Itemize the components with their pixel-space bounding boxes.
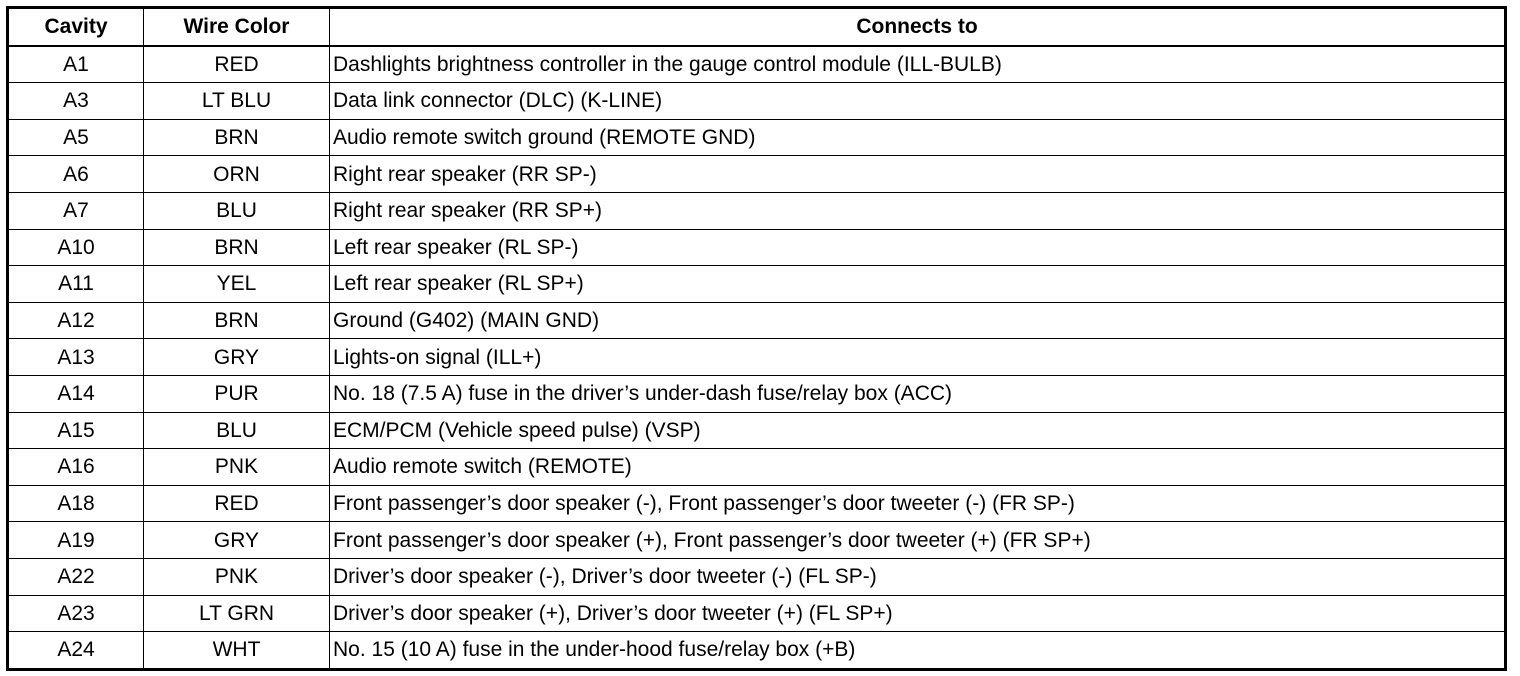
connects-to-cell: Driver’s door speaker (+), Driver’s door… [329,594,1506,633]
wire-color-cell: BLU [143,191,330,230]
connects-to-cell: Lights-on signal (ILL+) [329,338,1506,376]
cavity-cell: A6 [7,155,144,193]
cavity-cell: A10 [7,228,144,267]
connects-to-cell: No. 18 (7.5 A) fuse in the driver’s unde… [329,374,1506,413]
wire-color-cell: PNK [143,448,330,486]
wire-color-cell: RED [143,45,330,84]
header-row: Cavity Wire Color Connects to [7,6,1506,47]
cavity-cell: A15 [7,411,144,450]
connects-to-cell: Driver’s door speaker (-), Driver’s door… [329,557,1506,596]
connects-to-cell: Data link connector (DLC) (K-LINE) [329,82,1506,120]
wire-color-cell: PNK [143,557,330,596]
connects-to-cell: Audio remote switch ground (REMOTE GND) [329,118,1506,157]
wire-color-cell: BRN [143,118,330,157]
cavity-cell: A12 [7,301,144,340]
wire-color-cell: BRN [143,301,330,340]
wire-color-cell: BLU [143,411,330,450]
wire-color-cell: BRN [143,228,330,267]
cavity-cell: A18 [7,484,144,523]
header-cavity: Cavity [7,6,144,47]
connects-to-cell: Right rear speaker (RR SP+) [329,191,1506,230]
wire-color-cell: RED [143,484,330,523]
wire-color-cell: GRY [143,521,330,559]
cavity-cell: A16 [7,448,144,486]
connects-to-cell: Left rear speaker (RL SP+) [329,265,1506,303]
connects-to-cell: Dashlights brightness controller in the … [329,45,1506,84]
connects-to-cell: Ground (G402) (MAIN GND) [329,301,1506,340]
wire-color-cell: PUR [143,374,330,413]
connects-to-cell: No. 15 (10 A) fuse in the under-hood fus… [329,631,1506,670]
header-wire-color: Wire Color [143,6,330,47]
connects-to-cell: Front passenger’s door speaker (+), Fron… [329,521,1506,559]
cavity-cell: A14 [7,374,144,413]
cavity-cell: A7 [7,191,144,230]
cavity-cell: A19 [7,521,144,559]
connects-to-cell: Audio remote switch (REMOTE) [329,448,1506,486]
connects-to-cell: ECM/PCM (Vehicle speed pulse) (VSP) [329,411,1506,450]
wire-color-cell: GRY [143,338,330,376]
header-connects-to: Connects to [329,6,1506,47]
wire-color-cell: WHT [143,631,330,670]
connects-to-cell: Right rear speaker (RR SP-) [329,155,1506,193]
cavity-cell: A13 [7,338,144,376]
cavity-cell: A5 [7,118,144,157]
wire-color-cell: LT GRN [143,594,330,633]
wire-color-cell: ORN [143,155,330,193]
cavity-cell: A1 [7,45,144,84]
connects-to-cell: Front passenger’s door speaker (-), Fron… [329,484,1506,523]
cavity-cell: A11 [7,265,144,303]
table-header: Cavity Wire Color Connects to [7,6,1506,47]
connects-to-cell: Left rear speaker (RL SP-) [329,228,1506,267]
cavity-cell: A3 [7,82,144,120]
wire-color-cell: LT BLU [143,82,330,120]
cavity-cell: A23 [7,594,144,633]
wire-color-cell: YEL [143,265,330,303]
cavity-cell: A22 [7,557,144,596]
cavity-cell: A24 [7,631,144,670]
